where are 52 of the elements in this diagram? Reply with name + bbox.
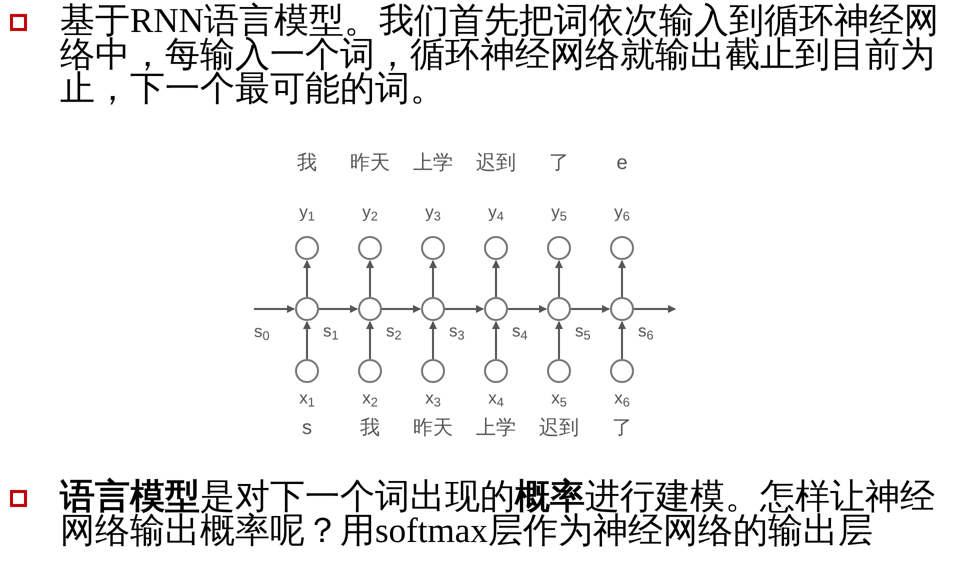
arrow (303, 260, 311, 297)
word-label: 迟到 (539, 418, 579, 438)
arrow (382, 305, 421, 313)
arrow (254, 305, 295, 313)
arrow (492, 321, 500, 359)
variable-label: x$_{2}$ (362, 390, 378, 406)
word-label: 我 (297, 153, 317, 173)
arrow (366, 321, 374, 359)
word-label: 我 (360, 418, 380, 438)
word-label: e (616, 153, 628, 173)
arrow (508, 305, 547, 313)
arrow (555, 321, 563, 359)
arrow (571, 305, 610, 313)
variable-label: s$_{6}$ (638, 322, 654, 340)
word-label: 了 (549, 153, 569, 173)
variable-label: x$_{1}$ (299, 390, 315, 406)
bullet-paragraph: 语言模型是对下一个词出现的概率进行建模。怎样让神经网络输出概率呢？用softmax层作为神经网络的输出层 (60, 480, 936, 548)
bullet-paragraph: 基于RNN语言模型。我们首先把词依次输入到循环神经网络中，每输入一个词，循环神经网络就输出截止到目前为止，下一个最可能的词。 (60, 4, 940, 106)
arrow (319, 305, 358, 313)
word-label: 上学 (413, 153, 453, 173)
word-label: s (302, 418, 312, 438)
arrow (429, 321, 437, 359)
variable-label: s$_{2}$ (386, 322, 402, 340)
variable-label: s$_{0}$ (254, 323, 270, 340)
variable-label: y$_{1}$ (299, 204, 315, 220)
variable-label: y$_{6}$ (614, 204, 630, 220)
variable-label: y$_{4}$ (488, 204, 504, 220)
arrow (366, 260, 374, 297)
arrow (445, 305, 484, 313)
variable-label: s$_{4}$ (512, 322, 528, 340)
variable-label: y$_{2}$ (362, 204, 378, 220)
variable-label: y$_{5}$ (551, 204, 567, 220)
variable-label: s$_{1}$ (323, 322, 339, 340)
variable-label: x$_{5}$ (551, 390, 567, 406)
variable-label: y$_{3}$ (425, 204, 441, 220)
arrow (429, 260, 437, 297)
variable-label: s$_{3}$ (449, 322, 465, 340)
variable-label: x$_{3}$ (425, 390, 441, 406)
word-label: 迟到 (476, 153, 516, 173)
arrow (618, 321, 626, 359)
variable-label: x$_{6}$ (614, 390, 630, 406)
variable-label: x$_{4}$ (488, 390, 504, 406)
arrow (303, 321, 311, 359)
variable-label: s$_{5}$ (575, 322, 591, 340)
arrow (618, 260, 626, 297)
word-label: 上学 (476, 418, 516, 438)
word-label: 了 (612, 418, 632, 438)
word-label: 昨天 (413, 418, 453, 438)
arrow (492, 260, 500, 297)
arrow (555, 260, 563, 297)
arrow (634, 305, 676, 313)
word-label: 昨天 (350, 153, 390, 173)
